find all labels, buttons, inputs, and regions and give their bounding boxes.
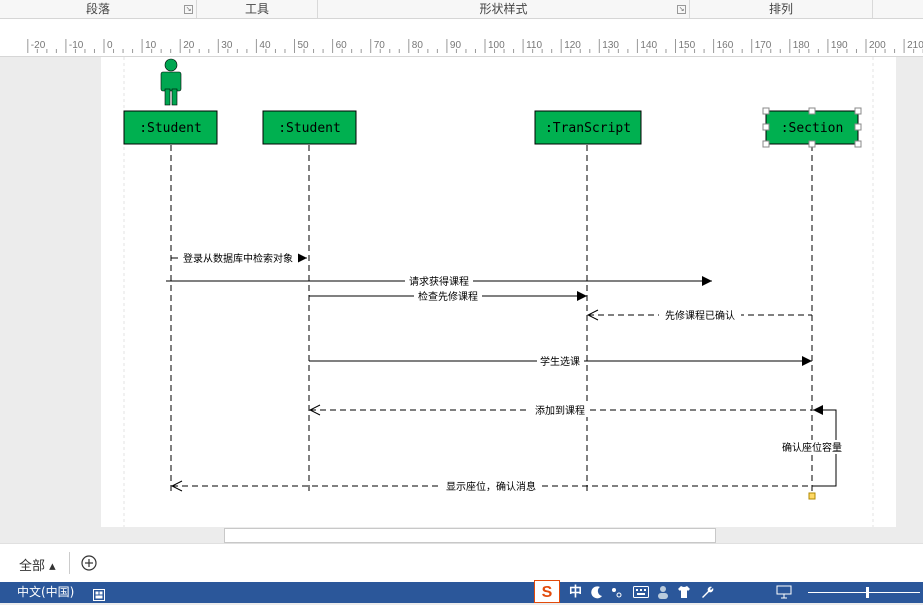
lifeline-label: :Section xyxy=(781,121,844,136)
selection-handles[interactable] xyxy=(762,107,862,148)
message-confirm-capacity[interactable]: 确认座位容量 xyxy=(779,405,845,487)
ruler-label: 50 xyxy=(298,40,310,51)
message-request-course[interactable]: 请求获得课程 xyxy=(166,274,712,288)
plus-circle-icon xyxy=(81,555,97,571)
ruler-label: 60 xyxy=(336,40,348,51)
lifeline-label: :Student xyxy=(278,121,341,136)
presentation-icon[interactable] xyxy=(776,585,792,599)
message-label: 先修课程已确认 xyxy=(665,309,735,322)
sequence-diagram[interactable]: :Student :Student :TranScript :Section 登… xyxy=(0,0,923,527)
moon-icon[interactable] xyxy=(590,585,604,599)
ribbon-group-arrange[interactable]: 排列 xyxy=(690,0,873,18)
ribbon-group-shape-styles[interactable]: 形状样式 ↘ xyxy=(318,0,690,18)
message-label: 检查先修课程 xyxy=(418,290,478,303)
zoom-slider[interactable] xyxy=(808,587,920,598)
lifeline-box-student-1[interactable]: :Student xyxy=(123,110,218,145)
status-bar: 中文(中国) 中 xyxy=(0,582,923,603)
ribbon-group-label: 排列 xyxy=(768,2,793,16)
ruler-label: 30 xyxy=(221,40,233,51)
lifeline-box-transcript[interactable]: :TranScript xyxy=(534,110,642,145)
message-enroll[interactable]: 学生选课 xyxy=(309,354,812,368)
actor-icon[interactable] xyxy=(160,58,182,106)
ruler-label: 90 xyxy=(450,40,462,51)
ruler-label: 40 xyxy=(259,40,271,51)
connection-handle[interactable] xyxy=(808,492,816,500)
message-add-to-course[interactable]: 添加到课程 xyxy=(310,403,812,417)
ribbon-group-label: 形状样式 xyxy=(479,2,528,16)
ruler-label: 10 xyxy=(145,40,157,51)
ruler-label: 120 xyxy=(564,40,581,51)
ime-mode[interactable]: 中 xyxy=(569,585,583,600)
message-login[interactable]: 登录从数据库中检索对象 xyxy=(171,251,307,265)
message-show-seat[interactable]: 显示座位，确认消息 xyxy=(172,479,812,493)
lifeline-box-section[interactable]: :Section xyxy=(762,107,862,148)
ruler-label: 210 xyxy=(907,40,923,51)
page-tabs-bar: 全部 ▴ xyxy=(0,543,923,583)
ribbon-group-label: 工具 xyxy=(244,2,269,16)
ribbon-group-paragraph[interactable]: 段落 ↘ xyxy=(0,0,197,18)
sogou-ime-icon[interactable]: S xyxy=(534,580,560,603)
ruler-label: 110 xyxy=(526,40,542,51)
message-label: 学生选课 xyxy=(540,355,580,368)
language-indicator[interactable]: 中文(中国) xyxy=(17,585,75,599)
dialog-launcher-icon[interactable]: ↘ xyxy=(184,5,193,14)
add-page-button[interactable] xyxy=(81,555,97,571)
ruler-label: 140 xyxy=(640,40,657,51)
horizontal-scrollbar[interactable] xyxy=(224,528,716,543)
ruler-label: 70 xyxy=(374,40,386,51)
drawing-page[interactable] xyxy=(101,57,896,527)
page-tab-all[interactable]: 全部 ▴ xyxy=(19,559,56,574)
wrench-icon[interactable] xyxy=(700,585,714,599)
ruler-label: 100 xyxy=(488,40,505,51)
ruler-label: 180 xyxy=(793,40,810,51)
ruler-label: 0 xyxy=(107,40,113,51)
svg-text:S: S xyxy=(542,584,553,601)
macro-record-icon[interactable] xyxy=(93,586,105,601)
dialog-launcher-icon[interactable]: ↘ xyxy=(677,5,686,14)
ruler-label: 160 xyxy=(717,40,734,51)
ruler-label: 200 xyxy=(869,40,886,51)
ruler-label: -20 xyxy=(31,40,46,51)
lifeline-label: :Student xyxy=(139,121,202,136)
ribbon-group-tools[interactable]: 工具 xyxy=(197,0,318,18)
ruler-label: 150 xyxy=(679,40,696,51)
message-check-prereq[interactable]: 检查先修课程 xyxy=(309,289,587,303)
punctuation-icon[interactable] xyxy=(610,585,624,599)
page-tab-divider xyxy=(69,552,70,574)
message-prereq-confirmed[interactable]: 先修课程已确认 xyxy=(588,308,812,322)
horizontal-ruler[interactable]: -20 -10 0 10 20 30 40 50 60 70 80 90 100 110 120 130 140… xyxy=(0,36,923,57)
message-label: 请求获得课程 xyxy=(409,275,469,288)
ruler-scale: -20 -10 0 10 20 30 40 50 60 70 80 90 100 110 120 130 140… xyxy=(27,39,923,53)
ruler-label: -10 xyxy=(69,40,84,51)
ruler-label: 130 xyxy=(602,40,619,51)
ribbon-spacer xyxy=(0,19,923,36)
message-label: 添加到课程 xyxy=(535,404,585,417)
message-label: 登录从数据库中检索对象 xyxy=(183,252,293,265)
ruler-label: 170 xyxy=(755,40,772,51)
shirt-icon[interactable] xyxy=(677,585,691,599)
message-label: 确认座位容量 xyxy=(782,441,842,454)
ruler-label: 20 xyxy=(183,40,195,51)
user-icon[interactable] xyxy=(656,585,670,599)
ruler-label: 80 xyxy=(412,40,424,51)
ribbon-group-label: 段落 xyxy=(85,2,110,16)
lifeline-label: :TranScript xyxy=(545,121,631,136)
zoom-slider-thumb[interactable] xyxy=(866,587,869,598)
message-label: 显示座位，确认消息 xyxy=(446,480,536,493)
ribbon-group-bar: 段落 ↘ 工具 形状样式 ↘ 排列 xyxy=(0,0,923,19)
lifeline-box-student-2[interactable]: :Student xyxy=(262,110,357,145)
ruler-label: 190 xyxy=(831,40,848,51)
keyboard-icon[interactable] xyxy=(633,586,649,598)
